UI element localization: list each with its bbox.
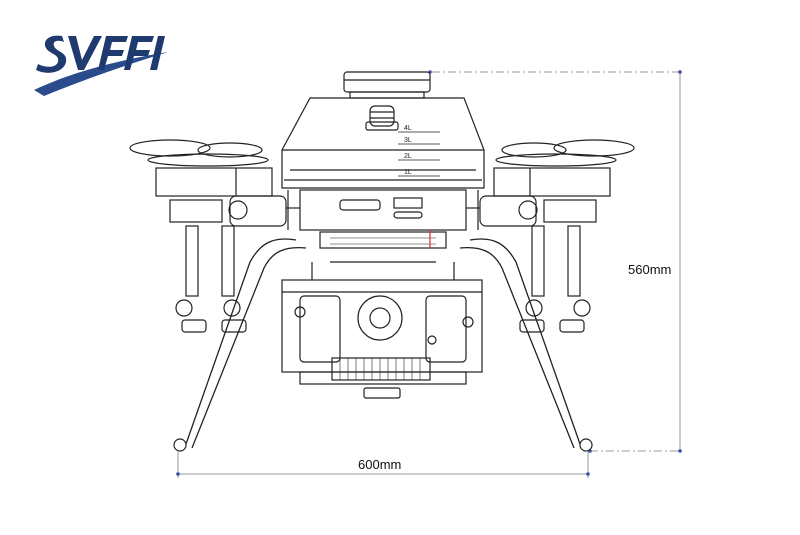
logo-lettering [36,35,165,73]
tank-cap [343,71,431,99]
dimension-dots [176,70,682,476]
width-dimension-label: 600mm [358,457,402,472]
tank-level-mark: 3L [404,137,412,144]
logo-graphic [34,35,168,96]
right-foot [579,438,593,452]
tank-level-mark: 1L [404,169,412,176]
landing-gear [173,238,593,452]
left-rotor-assembly [129,139,300,333]
tank-level-marks: 4L 3L 2L 1L [404,125,412,176]
tank-level-mark: 2L [404,153,412,160]
dimension-lines [177,71,682,478]
left-foot [173,438,187,452]
tank-body [281,97,485,189]
right-rotor-assembly [466,139,635,333]
brand-logo [28,22,178,102]
logo-swoosh [34,52,168,96]
central-frame [287,189,479,249]
tank-level-mark: 4L [404,125,412,132]
height-dimension-label: 560mm [628,262,672,277]
pump-assembly [281,261,483,399]
